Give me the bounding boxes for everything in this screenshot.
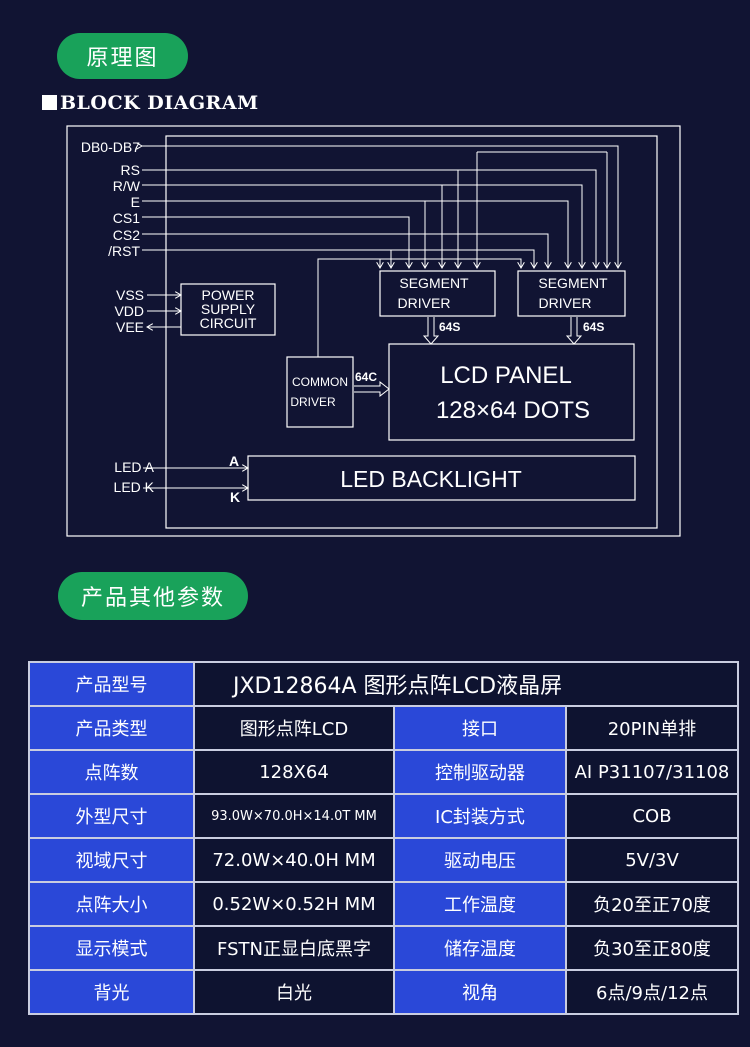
spec-label: 点阵数 [28,749,195,795]
block-diagram: DB0-DB7 RS R/W E CS1 CS2 /RST VSS VDD VE… [66,125,681,537]
inner-frame [165,135,658,529]
table-row: 产品类型 图形点阵LCD 接口 20PIN单排 [28,705,739,751]
spec-value: 5V/3V [565,837,739,883]
table-row: 点阵数 128X64 控制驱动器 AI P31107/31108 [28,749,739,795]
segment-bus-arrow-2 [565,317,583,345]
led-pin-label: LED A [114,459,154,475]
cathode-label: K [230,489,240,505]
common-bus-arrow [354,380,390,398]
spec-label: 产品类型 [28,705,195,751]
spec-value: 负30至正80度 [565,925,739,971]
spec-value: 0.52W×0.52H MM [193,881,395,927]
spec-value: JXD12864A 图形点阵LCD液晶屏 [193,661,739,707]
common-driver-block [286,356,354,428]
signal-label: /RST [108,243,140,259]
wire-cs1 [142,216,409,268]
spec-label: 点阵大小 [28,881,195,927]
section-heading-params: 产品其他参数 [58,572,248,620]
segment-driver-block-2 [517,270,626,317]
block-diagram-title-text: BLOCK DIAGRAM [60,92,259,114]
wire-rs [142,169,596,268]
spec-label: 驱动电压 [393,837,567,883]
spec-value: 图形点阵LCD [193,705,395,751]
segment-driver-text: DRIVER [539,295,592,311]
signal-label: R/W [113,178,141,194]
section-heading-principle: 原理图 [57,33,188,79]
wire-rst [142,249,534,268]
signal-label: DB0-DB7 [81,139,140,155]
table-row: 外型尺寸 93.0W×70.0H×14.0T MM IC封装方式 COB [28,793,739,839]
power-block-text: SUPPLY [201,301,256,317]
power-pin-label: VDD [114,303,144,319]
segment-driver-text: SEGMENT [538,275,608,291]
lcd-panel-text: 128×64 DOTS [436,397,590,424]
wire-rw [142,184,582,268]
signal-label: E [131,194,140,210]
segment-driver-text: DRIVER [398,295,451,311]
wire-db [142,146,618,268]
table-row: 产品型号 JXD12864A 图形点阵LCD液晶屏 [28,661,739,707]
table-row: 背光 白光 视角 6点/9点/12点 [28,969,739,1015]
segment-driver-text: SEGMENT [399,275,469,291]
segment-bus-label: 64S [439,320,460,334]
table-row: 显示模式 FSTN正显白底黑字 储存温度 负30至正80度 [28,925,739,971]
spec-label: 外型尺寸 [28,793,195,839]
led-pin-label: LED K [114,479,155,495]
table-row: 视域尺寸 72.0W×40.0H MM 驱动电压 5V/3V [28,837,739,883]
spec-value: 负20至正70度 [565,881,739,927]
common-driver-text: COMMON [292,375,348,389]
spec-label: 控制驱动器 [393,749,567,795]
power-block-text: POWER [202,287,255,303]
diagram-frame [66,125,681,537]
anode-label: A [229,453,239,469]
signal-label: RS [121,162,140,178]
common-bus-label: 64C [355,370,377,384]
signal-label: CS1 [113,210,140,226]
block-diagram-title: BLOCK DIAGRAM [42,92,259,114]
spec-label: 背光 [28,969,195,1015]
lcd-panel-block [388,343,635,441]
power-pin-label: VSS [116,287,144,303]
spec-label: 视域尺寸 [28,837,195,883]
spec-value: AI P31107/31108 [565,749,739,795]
square-bullet-icon [42,95,57,110]
spec-value: FSTN正显白底黑字 [193,925,395,971]
spec-value: COB [565,793,739,839]
wire-common-feed [317,258,521,357]
power-pin-label: VEE [116,319,144,335]
wire-e [142,200,568,268]
backlight-text: LED BACKLIGHT [340,466,522,492]
spec-value: 白光 [193,969,395,1015]
spec-label: IC封装方式 [393,793,567,839]
spec-value: 6点/9点/12点 [565,969,739,1015]
spec-value: 128X64 [193,749,395,795]
spec-label: 接口 [393,705,567,751]
spec-label: 显示模式 [28,925,195,971]
signal-label: CS2 [113,227,140,243]
spec-value: 93.0W×70.0H×14.0T MM [193,793,395,839]
spec-label: 储存温度 [393,925,567,971]
spec-label: 视角 [393,969,567,1015]
common-driver-text: DRIVER [290,395,336,409]
spec-value: 72.0W×40.0H MM [193,837,395,883]
lcd-panel-text: LCD PANEL [440,362,572,389]
wire-cs2 [142,233,548,268]
led-backlight-block [247,455,636,501]
spec-label: 工作温度 [393,881,567,927]
spec-label: 产品型号 [28,661,195,707]
spec-table: 产品型号 JXD12864A 图形点阵LCD液晶屏 产品类型 图形点阵LCD 接… [28,661,739,1015]
segment-bus-label: 64S [583,320,604,334]
spec-value: 20PIN单排 [565,705,739,751]
table-row: 点阵大小 0.52W×0.52H MM 工作温度 负20至正70度 [28,881,739,927]
power-block-text: CIRCUIT [200,315,257,331]
segment-driver-block-1 [379,270,496,317]
segment-bus-arrow-1 [422,317,440,345]
